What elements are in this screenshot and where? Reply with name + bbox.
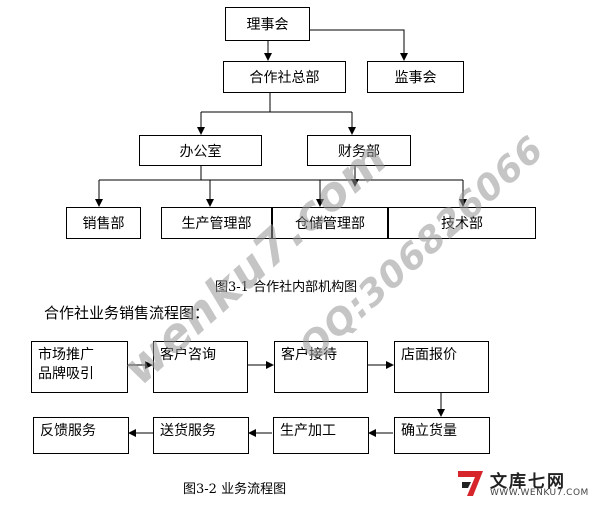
logo-url: WWW.WENKU7.COM: [490, 488, 589, 498]
node-finance: 财务部: [307, 135, 411, 166]
node-office: 办公室: [139, 135, 262, 166]
node-tech: 技术部: [388, 207, 536, 239]
logo-name: 文库七网: [490, 472, 566, 492]
step-feedback: 反馈服务: [33, 417, 129, 454]
logo-seven-icon: [458, 471, 483, 496]
node-council: 理事会: [225, 7, 310, 41]
step-reception: 客户接待: [274, 341, 368, 393]
node-supervisory: 监事会: [367, 61, 464, 93]
step-marketing-line1: 市场推广: [38, 347, 94, 363]
node-warehouse: 仓储管理部: [272, 207, 388, 239]
edge-council-supervisory: [310, 29, 408, 61]
node-production: 生产管理部: [161, 207, 272, 239]
step-processing: 生产加工: [273, 417, 369, 454]
step-quote: 店面报价: [394, 341, 489, 393]
flow-chart-heading: 合作社业务销售流程图：: [44, 304, 210, 322]
site-logo: 文库七网 WWW.WENKU7.COM: [456, 467, 596, 501]
flow-chart-caption: 图3-2 业务流程图: [183, 482, 287, 497]
step-marketing: 市场推广 品牌吸引: [31, 341, 128, 393]
step-confirm: 确立货量: [394, 417, 490, 454]
node-sales: 销售部: [66, 207, 141, 239]
step-delivery: 送货服务: [153, 417, 249, 454]
step-marketing-line2: 品牌吸引: [38, 366, 94, 382]
org-chart-caption: 图3-1 合作社内部机构图: [215, 280, 358, 295]
step-consult: 客户咨询: [153, 341, 248, 393]
node-hq: 合作社总部: [223, 61, 346, 93]
